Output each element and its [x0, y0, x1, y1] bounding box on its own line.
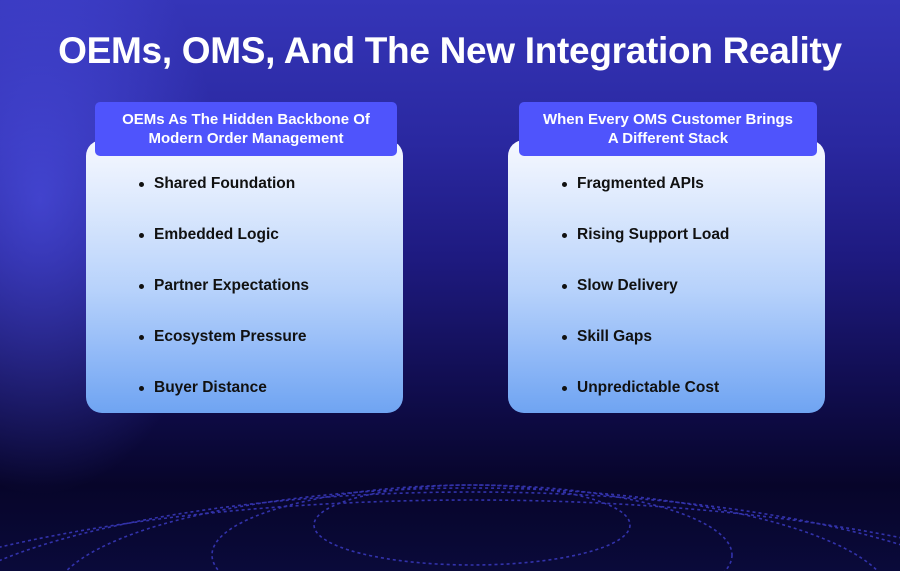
list-item: Slow Delivery	[562, 276, 729, 327]
bullet-icon	[139, 182, 144, 187]
list-item: Ecosystem Pressure	[139, 327, 309, 378]
list-item-label: Buyer Distance	[154, 379, 267, 396]
list-item-label: Fragmented APIs	[577, 175, 704, 192]
bullet-icon	[562, 386, 567, 391]
list-item-label: Embedded Logic	[154, 226, 279, 243]
oem-backbone-card-header: OEMs As The Hidden Backbone Of Modern Or…	[95, 102, 397, 156]
oms-stack-list: Fragmented APIs Rising Support Load Slow…	[562, 174, 729, 429]
bullet-icon	[139, 335, 144, 340]
list-item-label: Ecosystem Pressure	[154, 328, 307, 345]
list-item-label: Rising Support Load	[577, 226, 730, 243]
card-header-line: A Different Stack	[607, 130, 729, 147]
list-item: Unpredictable Cost	[562, 378, 729, 429]
list-item: Fragmented APIs	[562, 174, 729, 225]
bullet-icon	[562, 233, 567, 238]
page-title: OEMs, OMS, And The New Integration Reali…	[58, 30, 842, 71]
list-item: Rising Support Load	[562, 225, 729, 276]
list-item: Embedded Logic	[139, 225, 309, 276]
list-item: Skill Gaps	[562, 327, 729, 378]
bullet-icon	[562, 284, 567, 289]
list-item-label: Slow Delivery	[577, 277, 678, 294]
list-item-label: Skill Gaps	[577, 328, 652, 345]
bullet-icon	[139, 386, 144, 391]
list-item-label: Unpredictable Cost	[577, 379, 720, 396]
card-header-line: Modern Order Management	[148, 130, 344, 147]
oem-backbone-card	[86, 140, 403, 413]
bullet-icon	[139, 233, 144, 238]
card-header-line: When Every OMS Customer Brings	[542, 111, 794, 128]
list-item: Shared Foundation	[139, 174, 309, 225]
oem-backbone-list: Shared Foundation Embedded Logic Partner…	[139, 174, 309, 429]
list-item-label: Shared Foundation	[154, 175, 296, 192]
oms-stack-card	[508, 140, 825, 413]
list-item: Buyer Distance	[139, 378, 309, 429]
bullet-icon	[139, 284, 144, 289]
bullet-icon	[562, 182, 567, 187]
list-item-label: Partner Expectations	[154, 277, 310, 294]
bullet-icon	[562, 335, 567, 340]
oms-stack-card-header: When Every OMS Customer Brings A Differe…	[519, 102, 817, 156]
card-header-line: OEMs As The Hidden Backbone Of	[122, 111, 370, 128]
list-item: Partner Expectations	[139, 276, 309, 327]
